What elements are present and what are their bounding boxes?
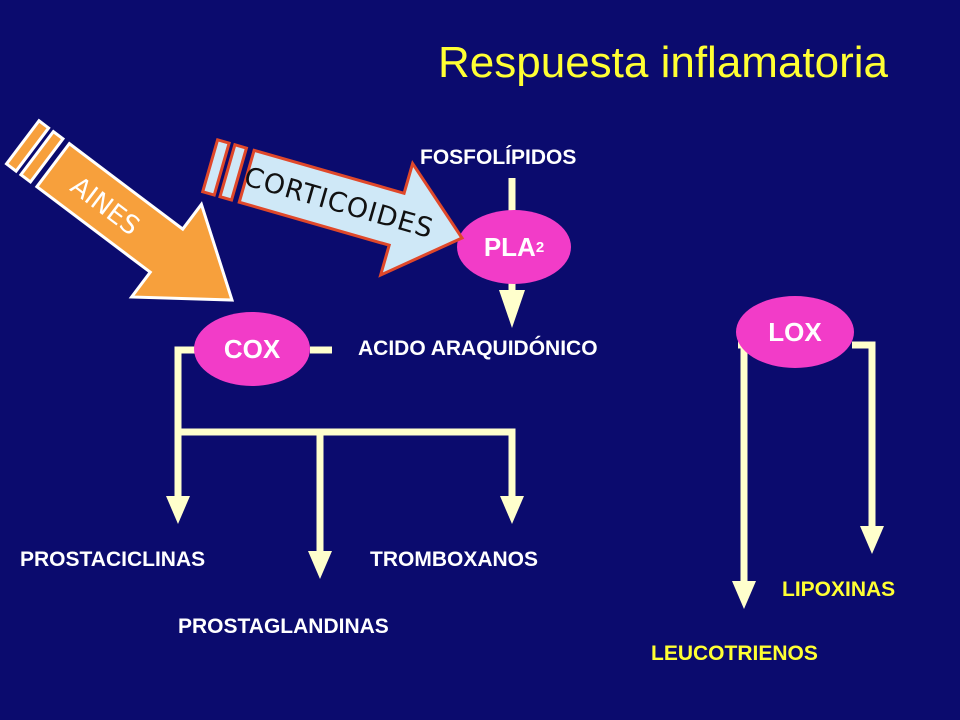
line-lox-right (852, 341, 876, 528)
enzyme-lox-label: LOX (768, 316, 822, 347)
line-prost-hbar (178, 428, 516, 498)
arrowhead-prostaciclinas (166, 496, 190, 524)
arrowhead-tromboxanos (500, 496, 524, 524)
arrowhead-lipoxinas (860, 526, 884, 554)
label-leucotrienos: LEUCOTRIENOS (651, 642, 818, 665)
corticoides-arrow: CORTICOIDES (200, 137, 465, 278)
page-title: Respuesta inflamatoria (438, 38, 889, 87)
enzyme-lox: LOX (736, 296, 854, 368)
label-acido-araquidonico: ACIDO ARAQUIDÓNICO (358, 337, 598, 360)
arrowhead-leucotrienos (732, 581, 756, 609)
enzyme-cox: COX (194, 312, 310, 386)
aines-arrow: AINES (4, 118, 235, 302)
line-cox-branch (174, 346, 195, 498)
label-tromboxanos: TROMBOXANOS (370, 548, 538, 571)
enzyme-cox-label: COX (223, 333, 281, 364)
aines-arrow-tail-stripes (4, 118, 66, 185)
aines-arrow-body (34, 141, 235, 302)
label-fosfolipidos: FOSFOLÍPIDOS (420, 146, 577, 169)
corticoides-arrow-tail-stripes (200, 137, 249, 202)
label-lipoxinas: LIPOXINAS (782, 578, 896, 601)
arrowhead-prostaglandinas (308, 551, 332, 579)
arrowheads (166, 290, 884, 609)
label-prostaciclinas: PROSTACICLINAS (20, 548, 206, 571)
corticoides-arrow-body (237, 148, 465, 278)
enzyme-pla2-label: PLA (483, 231, 536, 262)
enzyme-pla2-subscript: 2 (535, 238, 545, 256)
label-prostaglandinas: PROSTAGLANDINAS (178, 615, 389, 638)
arrowhead-pla (499, 290, 525, 328)
